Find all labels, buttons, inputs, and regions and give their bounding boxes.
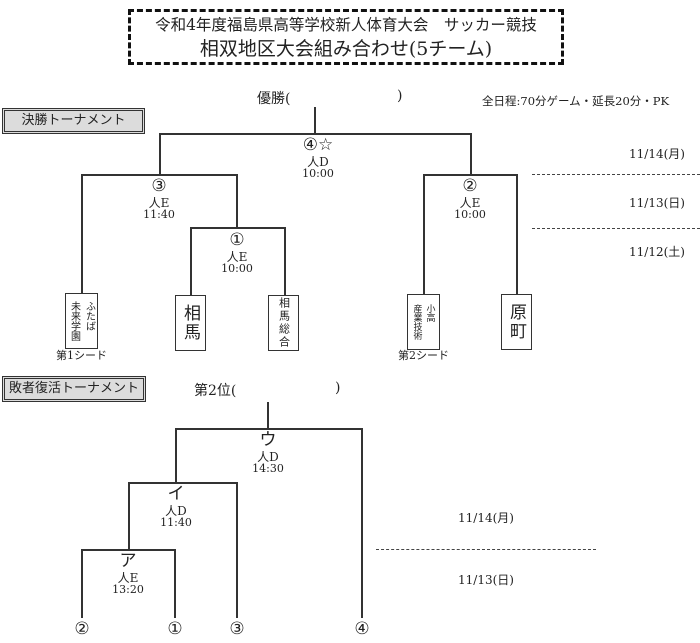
- bracket-line: [190, 227, 192, 295]
- day-divider: [532, 174, 700, 175]
- winner-label: 優勝(: [257, 91, 291, 107]
- bracket-line: [190, 227, 286, 229]
- date-label: 11/12(土): [629, 245, 685, 259]
- bracket-line: [175, 428, 177, 482]
- match-a: ア 人E 13:20: [112, 551, 144, 596]
- entry-loser-3: ③: [229, 619, 245, 639]
- date-label: 11/14(月): [629, 147, 685, 161]
- team-name: 相馬: [180, 304, 200, 342]
- bracket-line: [128, 482, 130, 550]
- consolation-tournament-label: 敗者復活トーナメント: [2, 376, 146, 402]
- title-line-2: 相双地区大会組み合わせ(5チーム): [199, 38, 493, 60]
- team-name: 原町: [506, 303, 526, 341]
- day-divider: [532, 228, 700, 229]
- bracket-line: [81, 549, 176, 551]
- seed-1-label: 第1シード: [56, 349, 107, 362]
- bracket-line: [236, 482, 238, 618]
- team-name: ふたば未来学園: [68, 301, 95, 341]
- bracket-line: [470, 133, 472, 174]
- entry-loser-4: ④: [354, 619, 370, 639]
- bracket-line: [267, 402, 269, 429]
- bracket-line: [236, 174, 238, 228]
- second-place-label: 第2位(: [194, 383, 237, 399]
- bracket-line: [81, 549, 83, 618]
- winner-close: ): [397, 88, 403, 104]
- bracket-line: [314, 107, 316, 134]
- bracket-line: [284, 227, 286, 295]
- team-futaba-mirai: ふたば未来学園: [65, 293, 98, 349]
- team-soma: 相馬: [175, 295, 206, 351]
- rules-text: 全日程:70分ゲーム・延長20分・PK: [482, 94, 670, 108]
- bracket-line: [174, 549, 176, 618]
- second-place-close: ): [335, 380, 341, 396]
- bracket-line: [81, 174, 238, 176]
- bracket-line: [423, 174, 425, 294]
- match-u: ウ 人D 14:30: [252, 430, 284, 475]
- bracket-line: [81, 174, 83, 294]
- match-3: ③ 人E 11:40: [143, 176, 175, 221]
- match-i: イ 人D 11:40: [160, 484, 192, 529]
- title-line-1: 令和4年度福島県高等学校新人体育大会 サッカー競技: [155, 16, 537, 34]
- bracket-line: [128, 482, 237, 484]
- bracket-line: [423, 174, 518, 176]
- date-label: 11/13(日): [629, 196, 685, 210]
- final-tournament-label: 決勝トーナメント: [2, 108, 145, 134]
- day-divider: [376, 549, 596, 550]
- team-odaka-sangyo: 小高産業技術: [407, 294, 440, 350]
- match-4: ④☆ 人D 10:00: [302, 135, 334, 180]
- entry-loser-1: ①: [167, 619, 183, 639]
- bracket-line: [361, 428, 363, 618]
- match-1: ① 人E 10:00: [221, 230, 253, 275]
- bracket-line: [516, 174, 518, 294]
- team-haramachi: 原町: [501, 294, 532, 350]
- bracket-line: [159, 133, 161, 174]
- date-label: 11/13(日): [458, 573, 514, 587]
- title-banner: 令和4年度福島県高等学校新人体育大会 サッカー競技 相双地区大会組み合わせ(5チ…: [128, 9, 564, 65]
- date-label: 11/14(月): [458, 511, 514, 525]
- team-soma-sogo: 相馬総合: [268, 295, 299, 351]
- entry-loser-2: ②: [74, 619, 90, 639]
- team-name: 相馬総合: [277, 297, 291, 349]
- team-name: 小高産業技術: [411, 304, 435, 340]
- seed-2-label: 第2シード: [398, 349, 449, 362]
- bracket-line: [175, 428, 363, 430]
- match-2: ② 人E 10:00: [454, 176, 486, 221]
- bracket-line: [159, 133, 471, 135]
